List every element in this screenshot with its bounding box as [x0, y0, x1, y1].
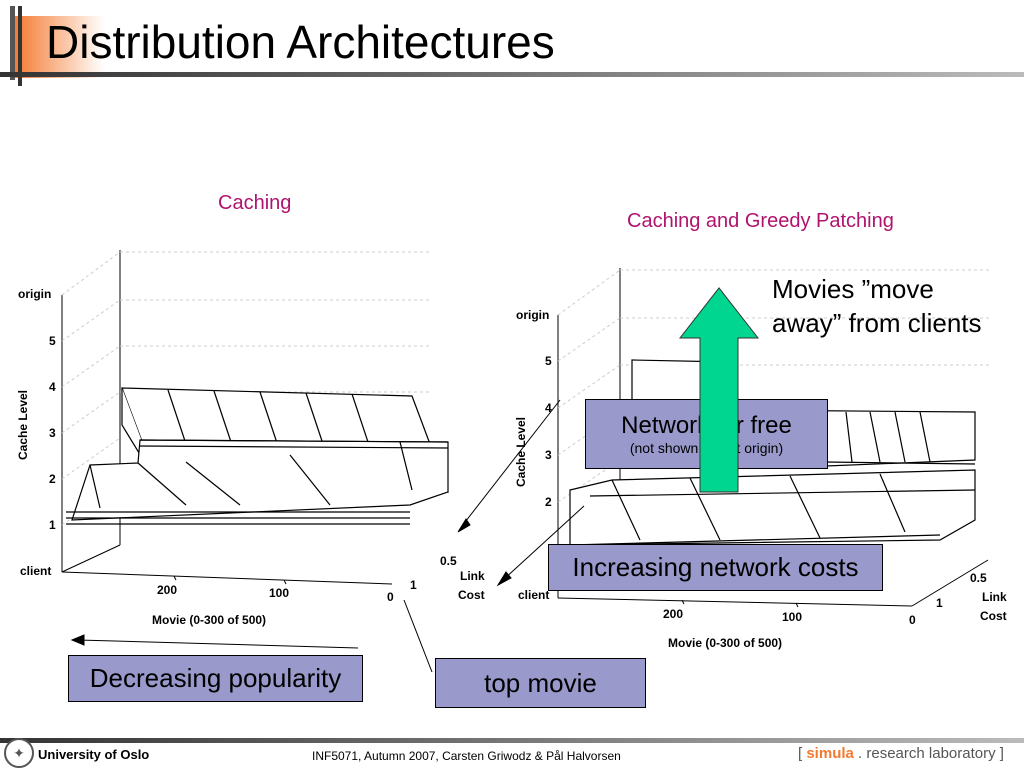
university-seal-icon: ✦ [4, 738, 34, 768]
right-x-tick-100: 100 [782, 610, 803, 624]
left-y-axis-label: Cache Level [16, 389, 31, 461]
footer-rule [0, 738, 1024, 743]
left-x-tick-0: 0 [387, 590, 394, 604]
left-y-tick-client: client [20, 564, 52, 578]
left-z-tick-0.5: 0.5 [440, 554, 457, 568]
left-z-label-line2: Cost [458, 588, 485, 602]
pointer-arrows [70, 399, 585, 673]
top-movie-text: top movie [484, 667, 597, 698]
left-y-tick-4: 4 [49, 380, 56, 394]
title-underline [0, 72, 1024, 77]
right-chart-surface-lower [569, 469, 976, 546]
right-z-tick-1: 1 [936, 596, 943, 610]
left-x-tick-200: 200 [157, 583, 178, 597]
lab-simula: simula [806, 745, 854, 762]
right-x-axis-label: Movie (0-300 of 500) [668, 636, 783, 650]
lab-rest: . research laboratory [858, 745, 996, 762]
footer-lab-logo: [ simula . research laboratory ] [798, 745, 1004, 762]
left-chart-subtitle: Caching [218, 192, 292, 214]
right-z-label-line2: Cost [980, 609, 1007, 623]
right-x-tick-200: 200 [663, 607, 684, 621]
title-bar-vertical-1 [10, 6, 15, 80]
axis-ticks [173, 575, 799, 608]
left-y-tick-5: 5 [49, 334, 56, 348]
title-bar-vertical-2 [18, 6, 22, 86]
right-y-axis-label: Cache Level [514, 416, 529, 488]
left-x-axis-label: Movie (0-300 of 500) [152, 613, 267, 627]
title-orange-gradient [14, 16, 104, 78]
move-away-text-line1: Movies ”move [772, 274, 934, 304]
right-y-tick-origin: origin [516, 308, 550, 322]
top-movie-box: top movie [435, 658, 646, 708]
left-y-tick-3: 3 [49, 426, 56, 440]
right-x-tick-0: 0 [909, 613, 916, 627]
left-y-tick-2: 2 [49, 472, 56, 486]
left-chart-grid [61, 251, 430, 526]
right-y-tick-3: 3 [545, 448, 552, 462]
decreasing-popularity-box: Decreasing popularity [68, 655, 363, 702]
left-z-tick-1: 1 [410, 578, 417, 592]
slide-title: Distribution Architectures [46, 16, 555, 68]
right-x-tick-client: client [518, 588, 550, 602]
left-chart-surface-lower [66, 439, 449, 525]
left-z-label-line1: Link [460, 569, 485, 583]
network-free-note: (not shown - all at origin) [629, 440, 784, 456]
lab-bracket-open: [ [798, 745, 803, 762]
increasing-costs-text: Increasing network costs [572, 552, 859, 582]
left-x-tick-100: 100 [269, 586, 290, 600]
increasing-costs-box: Increasing network costs [548, 544, 883, 591]
network-free-box: Network for free (not shown - all at ori… [585, 399, 828, 469]
footer-university: University of Oslo [38, 747, 150, 762]
right-y-tick-4: 4 [545, 401, 552, 415]
left-y-tick-1: 1 [49, 518, 56, 532]
move-away-text-line2: away” from clients [772, 308, 982, 338]
lab-bracket-close: ] [999, 745, 1004, 762]
decreasing-popularity-text: Decreasing popularity [89, 663, 342, 693]
right-chart-subtitle: Caching and Greedy Patching [627, 210, 894, 232]
right-y-tick-2: 2 [545, 495, 552, 509]
right-y-tick-5: 5 [545, 354, 552, 368]
left-y-tick-origin: origin [18, 287, 52, 301]
right-z-tick-0.5: 0.5 [970, 571, 987, 585]
right-z-label-line1: Link [982, 590, 1007, 604]
network-free-text: Network for free [621, 412, 792, 439]
footer-course: INF5071, Autumn 2007, Carsten Griwodz & … [312, 749, 621, 763]
